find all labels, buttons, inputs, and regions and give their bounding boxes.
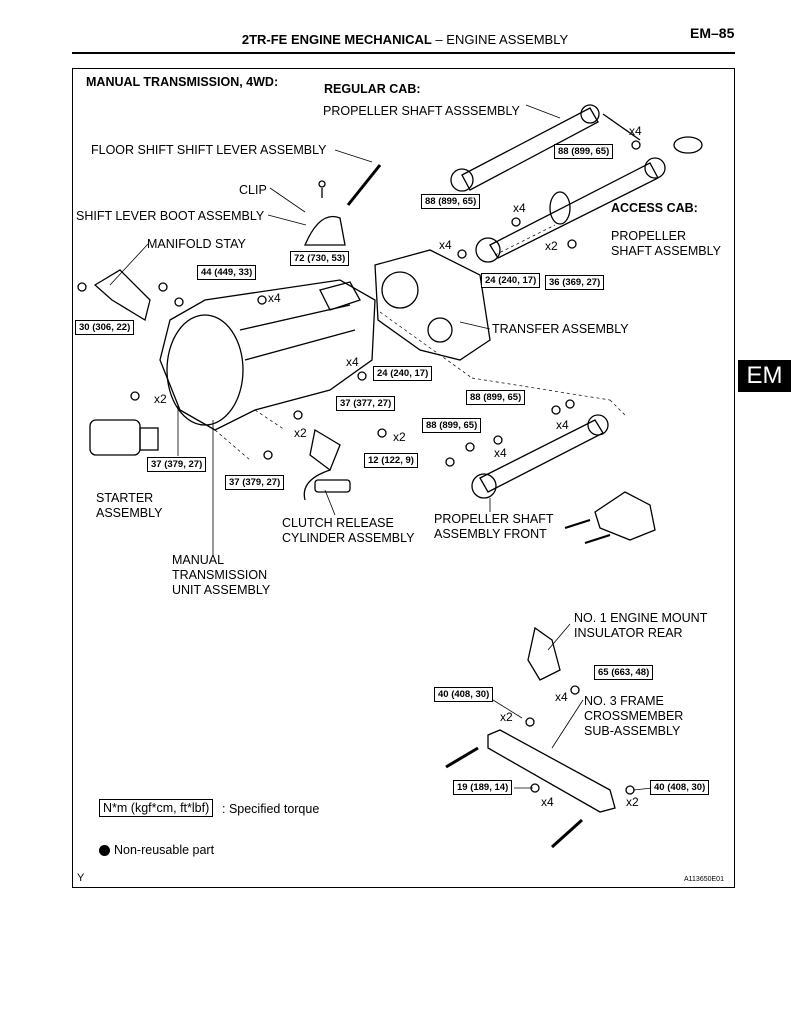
torque-spec: 40 (408, 30) <box>434 687 494 702</box>
regular-cab-label: REGULAR CAB: <box>324 82 421 96</box>
propeller-shaft-front-drawing <box>471 414 609 499</box>
quantity-label: x4 <box>555 690 568 704</box>
manifold-stay-drawing <box>93 269 151 322</box>
torque-spec: 65 (663, 48) <box>594 665 654 680</box>
quantity-label: x2 <box>500 710 513 724</box>
torque-spec: 24 (240, 17) <box>373 366 433 381</box>
torque-spec: 24 (240, 17) <box>481 273 541 288</box>
floor-shift-lever-label: FLOOR SHIFT SHIFT LEVER ASSEMBLY <box>91 143 327 157</box>
title-dash: – <box>435 32 443 47</box>
diagram-frame <box>72 68 735 888</box>
bolts-drawing <box>77 140 641 849</box>
transfer-assembly-drawing <box>374 249 491 361</box>
quantity-label: x2 <box>545 239 558 253</box>
diagram-title: MANUAL TRANSMISSION, 4WD: <box>86 75 279 89</box>
quantity-label: x4 <box>556 418 569 432</box>
quantity-label: x4 <box>629 124 642 138</box>
manual-transmission-unit-label: MANUAL TRANSMISSION UNIT ASSEMBLY <box>172 553 271 597</box>
non-reusable-dot-icon <box>99 845 110 856</box>
clutch-release-cylinder-label: CLUTCH RELEASE CYLINDER ASSEMBLY <box>282 516 415 545</box>
propeller-shaft-access-drawing <box>475 157 666 263</box>
quantity-label: x4 <box>541 795 554 809</box>
torque-spec: 44 (449, 33) <box>197 265 257 280</box>
header-rule <box>72 52 735 54</box>
torque-spec: 12 (122, 9) <box>364 453 418 468</box>
shift-lever-boot-label: SHIFT LEVER BOOT ASSEMBLY <box>76 209 265 223</box>
engine-mount-drawing <box>527 626 561 681</box>
torque-spec: 88 (899, 65) <box>422 418 482 433</box>
starter-assembly-label: STARTER ASSEMBLY <box>96 491 163 520</box>
page-header-title: 2TR-FE ENGINE MECHANICAL – ENGINE ASSEMB… <box>160 32 650 47</box>
non-reusable-legend-text: Non-reusable part <box>114 843 215 857</box>
torque-spec: 72 (730, 53) <box>290 251 350 266</box>
engine-mount-insulator-label: NO. 1 ENGINE MOUNT INSULATOR REAR <box>574 611 708 640</box>
clutch-cylinder-drawing <box>303 428 351 501</box>
torque-spec: 37 (379, 27) <box>147 457 207 472</box>
quantity-label: x4 <box>439 238 452 252</box>
torque-spec: 36 (369, 27) <box>545 275 605 290</box>
access-cab-label: ACCESS CAB: <box>611 201 698 215</box>
propeller-shaft-regular-drawing <box>450 104 703 192</box>
quantity-label: x4 <box>268 291 281 305</box>
section-tab: EM <box>738 360 791 392</box>
quantity-label: x2 <box>626 795 639 809</box>
torque-spec: 30 (306, 22) <box>75 320 135 335</box>
leader-lines <box>109 104 653 791</box>
propeller-shaft-regular-label: PROPELLER SHAFT ASSSEMBLY <box>323 104 520 118</box>
quantity-label: x4 <box>513 201 526 215</box>
torque-spec: 88 (899, 65) <box>554 144 614 159</box>
subsection-title: ENGINE ASSEMBLY <box>446 32 569 47</box>
torque-spec: 88 (899, 65) <box>466 390 526 405</box>
figure-id: A113650E01 <box>684 876 724 883</box>
quantity-label: x4 <box>346 355 359 369</box>
torque-spec: 40 (408, 30) <box>650 780 710 795</box>
crossmember-drawing <box>487 729 616 813</box>
propeller-shaft-access-label: PROPELLER SHAFT ASSEMBLY <box>611 229 721 258</box>
section-title: 2TR-FE ENGINE MECHANICAL <box>241 32 432 47</box>
page-number: EM–85 <box>690 25 735 41</box>
torque-spec: 37 (379, 27) <box>225 475 285 490</box>
quantity-label: x2 <box>294 426 307 440</box>
quantity-label: x2 <box>154 392 167 406</box>
alignment-lines <box>214 224 626 461</box>
torque-spec: 37 (377, 27) <box>336 396 396 411</box>
propeller-shaft-front-label: PROPELLER SHAFT ASSEMBLY FRONT <box>434 512 554 541</box>
torque-legend-box: N*m (kgf*cm, ft*lbf) <box>99 799 214 817</box>
torque-spec: 19 (189, 14) <box>453 780 513 795</box>
mount-bracket-drawing <box>594 491 656 541</box>
shift-lever-drawing <box>304 164 382 246</box>
clip-label: CLIP <box>239 183 267 197</box>
manifold-stay-label: MANIFOLD STAY <box>147 237 246 251</box>
quantity-label: x4 <box>494 446 507 460</box>
frame-crossmember-label: NO. 3 FRAME CROSSMEMBER SUB-ASSEMBLY <box>584 694 684 738</box>
torque-spec: 88 (899, 65) <box>421 194 481 209</box>
transmission-unit-drawing <box>159 279 376 431</box>
starter-drawing <box>89 419 159 456</box>
corner-mark: Y <box>77 872 85 884</box>
quantity-label: x2 <box>393 430 406 444</box>
torque-legend-text: : Specified torque <box>222 802 320 816</box>
transfer-assembly-label: TRANSFER ASSEMBLY <box>492 322 629 336</box>
